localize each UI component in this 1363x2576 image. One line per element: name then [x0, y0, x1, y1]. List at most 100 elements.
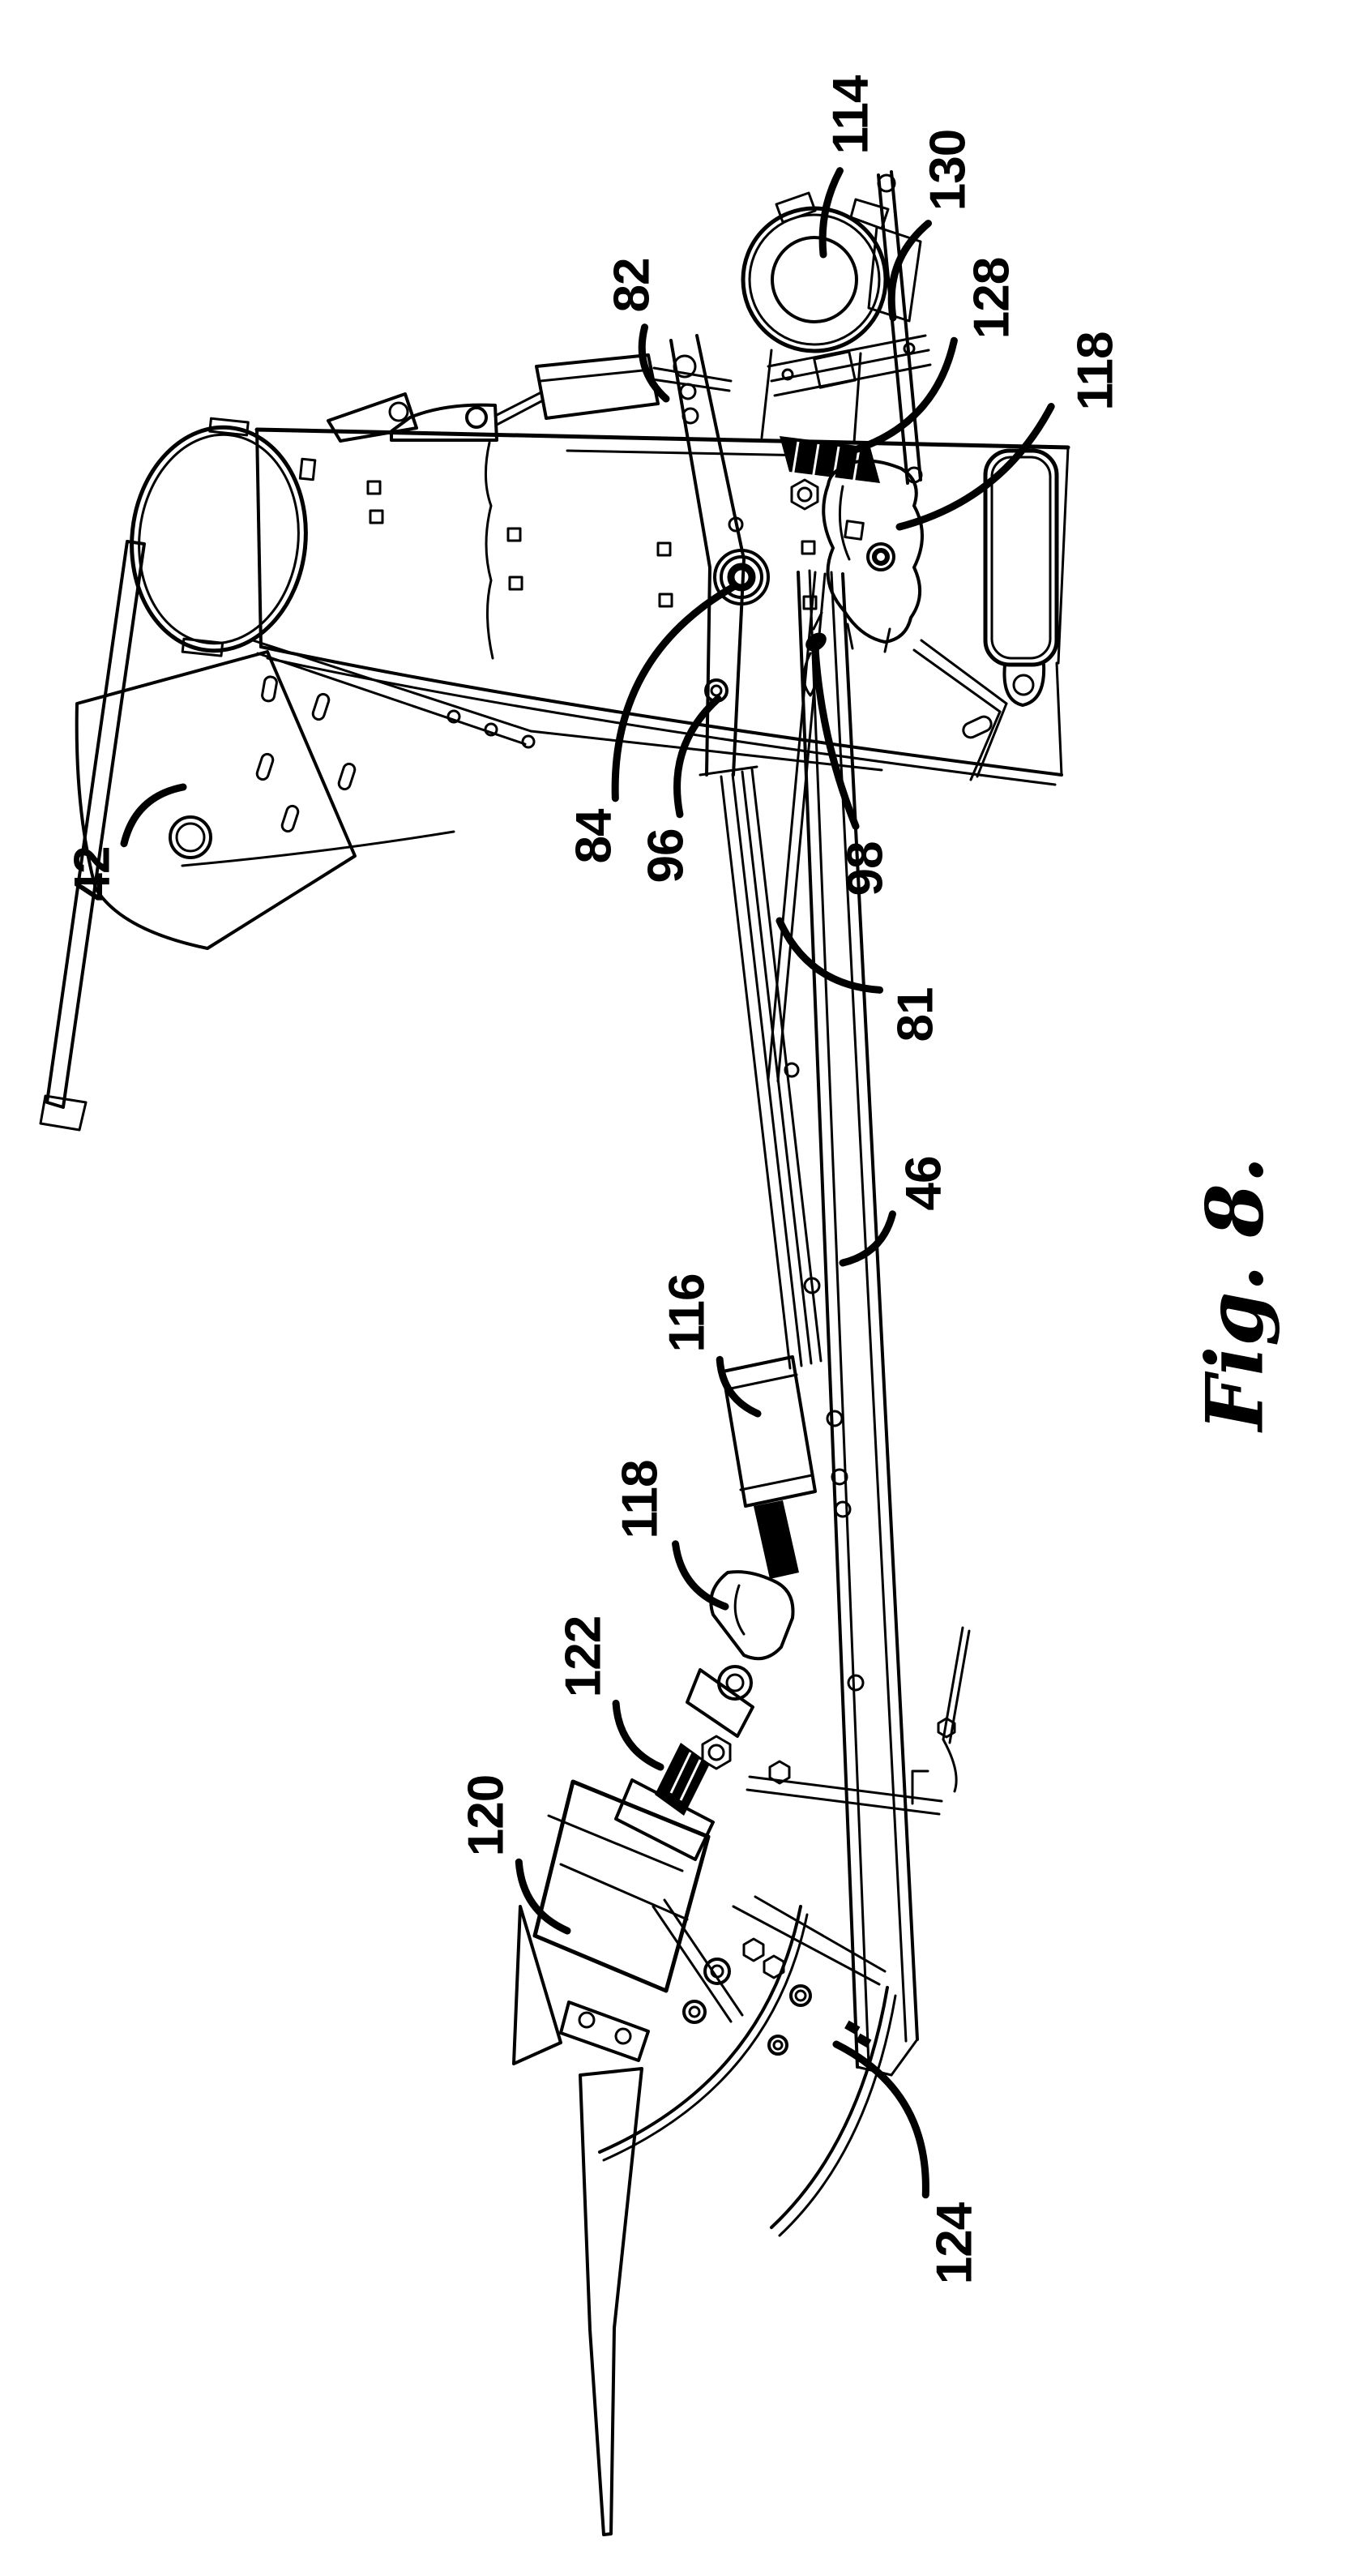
- cover-inner: [990, 456, 1052, 660]
- spring-coil1: [791, 441, 800, 477]
- top-hitch-arm: [327, 353, 733, 443]
- cyl116-cap-top: [725, 1373, 798, 1391]
- leader-124-15: [832, 2040, 929, 2199]
- skid-curve-b: [602, 1913, 809, 2162]
- ref-label-122-13: 122: [556, 1616, 612, 1697]
- hex-nut1: [742, 1937, 765, 1962]
- ref-label-81-9: 81: [888, 988, 944, 1042]
- ujoint-lower-yoke: [686, 1668, 754, 1738]
- frame-hole-sq5: [656, 541, 672, 557]
- hitch-mount-42: [39, 540, 455, 1132]
- frame-torn-break: [484, 441, 494, 660]
- boom-end-b: [890, 2038, 919, 2077]
- roller-bolt2-inner: [688, 2005, 701, 2018]
- mast-edge-right: [695, 334, 746, 777]
- leader-81-9: [776, 917, 884, 994]
- hex-bolt-82-circle: [797, 486, 813, 503]
- pivot-bushing: [727, 563, 756, 592]
- yoke-outline: [822, 459, 924, 644]
- unit-top-line2: [754, 1895, 887, 1973]
- frame-hole-sq2: [369, 509, 384, 524]
- drum-unit-114: [741, 191, 932, 444]
- cyl-barrel-line: [539, 368, 652, 383]
- leader-84-6: [611, 583, 737, 802]
- cyl-rod-a: [495, 391, 543, 417]
- roller-bolt4: [767, 2035, 788, 2056]
- roller-tab-top: [208, 417, 250, 437]
- mast-hole3: [682, 407, 699, 425]
- leader-120-14: [515, 1858, 571, 1935]
- shaft-spline1: [669, 1752, 692, 1794]
- frame-hole-sq4: [508, 576, 523, 591]
- cover-bracket-hole: [1012, 674, 1035, 696]
- link-top-tick: [699, 765, 758, 777]
- ref-label-82-2: 82: [605, 259, 660, 313]
- cyl116-rod-dark: [754, 1500, 799, 1579]
- boom-hole1: [803, 1277, 821, 1294]
- ujoint-bearing-inner: [725, 1673, 745, 1692]
- yoke-clevis-a: [846, 623, 854, 650]
- frame-bottom-edge-inner: [266, 657, 1057, 786]
- drum-right-mount: [867, 225, 922, 323]
- right-brace-a: [942, 1626, 964, 1741]
- spring-coil2: [811, 443, 820, 480]
- roller-tab-side: [298, 457, 317, 481]
- leader-46-10: [839, 1210, 896, 1267]
- arm-pivot: [877, 173, 896, 193]
- boom-hole3: [831, 1468, 848, 1486]
- gearbox-bolt1: [578, 2011, 596, 2029]
- ref-label-120-14: 120: [459, 1775, 515, 1856]
- yoke-hole-inner: [872, 548, 890, 566]
- cyl-barrel: [535, 353, 660, 420]
- leader-96-7: [673, 695, 722, 819]
- ref-label-124-15: 124: [927, 2202, 983, 2284]
- ujoint-nut: [701, 1735, 732, 1770]
- mount-slot3: [337, 762, 357, 791]
- roller-bolt2: [682, 2000, 707, 2024]
- cover-brace2: [912, 648, 1002, 713]
- link-bars-81: [699, 571, 827, 1370]
- drum-tab-left: [775, 191, 817, 224]
- curved-rail-b: [778, 1994, 897, 2237]
- roller-bolt3-inner: [794, 1989, 807, 2002]
- gearbox-flange: [614, 1778, 715, 1861]
- leader-42-5: [120, 783, 187, 848]
- boom-left-inner: [808, 569, 870, 2067]
- cotter-pin-98: [805, 632, 827, 652]
- cover-brace4: [969, 710, 1002, 781]
- leader-114-0: [818, 167, 844, 259]
- hex-bolt-82: [790, 478, 819, 511]
- roller-bolt3: [789, 1984, 812, 2007]
- leader-116-11: [716, 1355, 762, 1418]
- shaft-spline2: [679, 1759, 702, 1801]
- mast-bracket-82: [669, 334, 923, 777]
- roller-bolt4-inner: [772, 2039, 784, 2051]
- dark-clip1: [844, 2020, 861, 2035]
- cover-brace3: [976, 702, 1008, 778]
- gearbox-plate: [559, 2000, 650, 2062]
- mast-hole1: [673, 354, 697, 379]
- boom-left: [797, 571, 859, 2069]
- drum-hub: [813, 350, 857, 389]
- ground-spike: [579, 2067, 643, 2536]
- figure-caption: Fig. 8.: [1190, 1157, 1281, 1434]
- yoke-clevis-b: [883, 627, 891, 653]
- inner-rod-a: [767, 571, 817, 1081]
- mount-slot2: [255, 752, 275, 781]
- ujoint-nut-circle: [707, 1744, 725, 1761]
- cyl-rod-b: [495, 399, 545, 426]
- pivot-washer-mid: [720, 555, 763, 599]
- leader-118-12: [672, 1540, 729, 1611]
- frame-bottom-edge: [259, 645, 1063, 777]
- link-bar1: [720, 775, 792, 1370]
- boom-hole5: [847, 1674, 865, 1692]
- curved-rail-a: [770, 1986, 889, 2229]
- channel-bolt-hex: [768, 1760, 791, 1785]
- ref-label-42-5: 42: [65, 847, 121, 901]
- mast-small-circle: [728, 516, 744, 533]
- leader-128-3: [853, 336, 958, 453]
- mount-ring-inner: [175, 822, 206, 853]
- frame-left-edge: [255, 428, 263, 648]
- ref-label-114-0: 114: [823, 75, 879, 155]
